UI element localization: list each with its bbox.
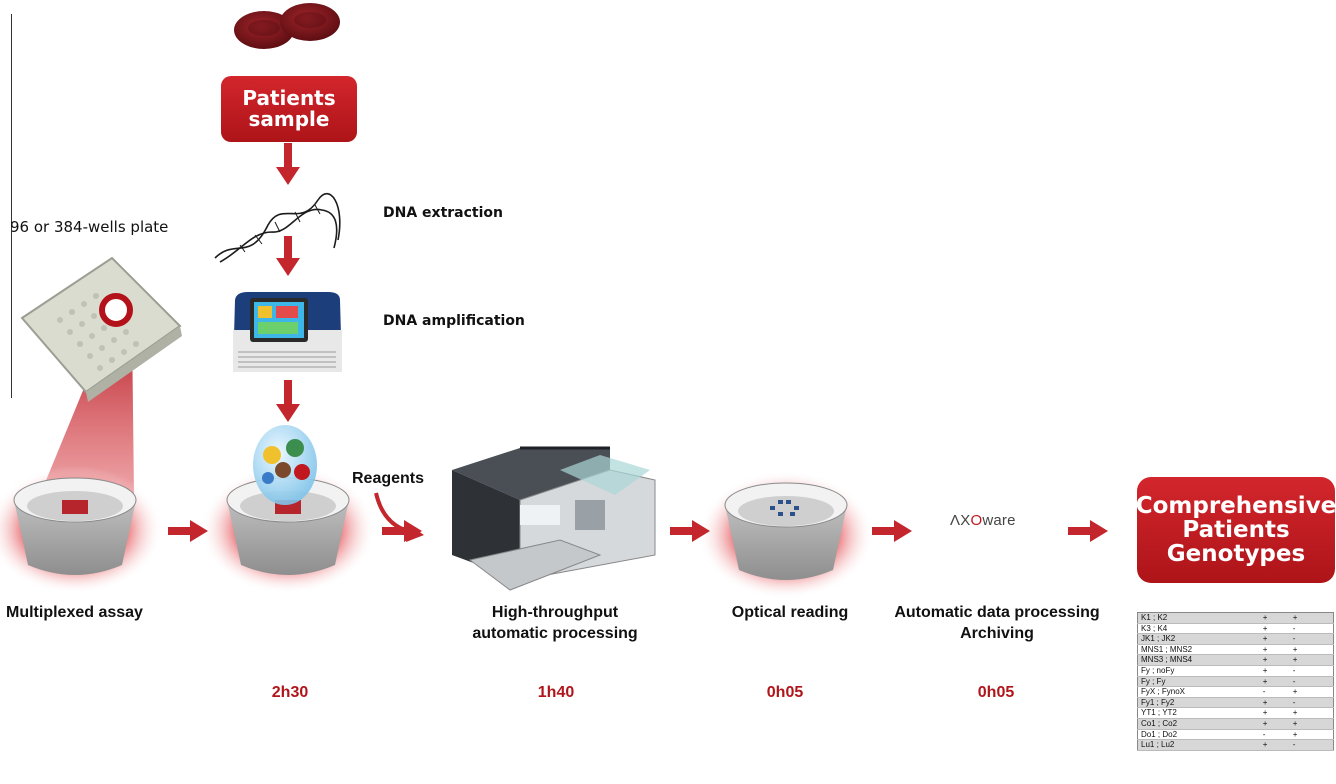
table-cell-antigen: Fy1 ; Fy2	[1137, 697, 1260, 709]
table-cell-antigen: Fy ; noFy	[1137, 665, 1260, 677]
table-row: MNS1 ; MNS2++	[1137, 644, 1334, 656]
table-cell-empty	[1319, 686, 1334, 698]
table-cell-antigen: K3 ; K4	[1137, 623, 1260, 635]
table-cell-value: -	[1289, 739, 1320, 751]
table-cell-value: +	[1289, 686, 1320, 698]
table-cell-value: +	[1289, 612, 1320, 624]
caption-high-throughput: High-throughput automatic processing	[472, 604, 638, 642]
dna-helix-image	[214, 193, 341, 263]
table-row: JK1 ; JK2+-	[1137, 633, 1334, 645]
plate-label: 96 or 384-wells plate	[10, 218, 169, 236]
red-blood-cells-image	[234, 3, 340, 49]
table-cell-antigen: MNS1 ; MNS2	[1137, 644, 1260, 656]
axoware-logo: ΛXOware	[950, 512, 1016, 529]
table-row: FyX ; FynoX-+	[1137, 686, 1334, 698]
table-cell-antigen: K1 ; K2	[1137, 612, 1260, 624]
table-row: Lu1 ; Lu2+-	[1137, 739, 1334, 751]
table-cell-empty	[1319, 654, 1334, 666]
table-cell-empty	[1319, 739, 1334, 751]
table-row: Fy ; noFy+-	[1137, 665, 1334, 677]
bowl-with-reagents	[200, 425, 376, 594]
reagents-arrow	[374, 492, 424, 542]
table-row: Fy1 ; Fy2+-	[1137, 697, 1334, 709]
caption-data-processing: Automatic data processing Archiving	[894, 604, 1100, 642]
table-cell-value: +	[1259, 665, 1290, 677]
table-row: YT1 ; YT2++	[1137, 707, 1334, 719]
automated-instrument-image	[452, 446, 656, 591]
table-cell-empty	[1319, 707, 1334, 719]
table-cell-value: +	[1259, 707, 1290, 719]
table-row: Fy ; Fy+-	[1137, 676, 1334, 688]
table-cell-value: +	[1259, 739, 1290, 751]
table-cell-antigen: YT1 ; YT2	[1137, 707, 1260, 719]
table-cell-value: -	[1289, 623, 1320, 635]
table-cell-value: -	[1289, 697, 1320, 709]
table-cell-empty	[1319, 644, 1334, 656]
table-cell-empty	[1319, 633, 1334, 645]
genotype-table: K1 ; K2++K3 ; K4+-JK1 ; JK2+-MNS1 ; MNS2…	[1137, 612, 1334, 751]
table-cell-value: +	[1289, 729, 1320, 741]
caption-optical-reading: Optical reading	[731, 604, 849, 621]
table-cell-empty	[1319, 612, 1334, 624]
table-cell-value: -	[1289, 633, 1320, 645]
table-row: K1 ; K2++	[1137, 612, 1334, 624]
table-cell-value: +	[1289, 644, 1320, 656]
time-processing: 1h40	[537, 684, 575, 701]
well-plate-image	[20, 256, 182, 495]
table-cell-value: +	[1259, 718, 1290, 730]
table-cell-value: +	[1289, 707, 1320, 719]
table-cell-antigen: Co1 ; Co2	[1137, 718, 1260, 730]
bowl-multiplexed	[0, 466, 163, 594]
table-cell-value: -	[1289, 676, 1320, 688]
reagents-label: Reagents	[352, 470, 425, 487]
table-cell-empty	[1319, 718, 1334, 730]
table-cell-value: -	[1259, 729, 1290, 741]
table-cell-empty	[1319, 729, 1334, 741]
table-row: K3 ; K4+-	[1137, 623, 1334, 635]
dna-amplification-label: DNA amplification	[383, 313, 525, 329]
table-cell-antigen: Fy ; Fy	[1137, 676, 1260, 688]
table-cell-value: +	[1289, 654, 1320, 666]
table-cell-value: +	[1259, 612, 1290, 624]
dna-extraction-label: DNA extraction	[383, 205, 503, 221]
thermocycler-image	[233, 292, 342, 372]
table-row: Co1 ; Co2++	[1137, 718, 1334, 730]
table-cell-value: +	[1259, 623, 1290, 635]
patients-sample-box: Patients sample	[221, 76, 357, 142]
table-cell-value: +	[1289, 718, 1320, 730]
time-amplification: 2h30	[271, 684, 309, 701]
caption-multiplexed-assay: Multiplexed assay	[6, 604, 143, 621]
table-cell-antigen: JK1 ; JK2	[1137, 633, 1260, 645]
table-cell-value: +	[1259, 633, 1290, 645]
left-divider-line	[11, 14, 12, 398]
table-cell-antigen: Do1 ; Do2	[1137, 729, 1260, 741]
table-cell-antigen: Lu1 ; Lu2	[1137, 739, 1260, 751]
table-cell-antigen: MNS3 ; MNS4	[1137, 654, 1260, 666]
bowl-optical	[698, 471, 874, 599]
table-cell-value: +	[1259, 676, 1290, 688]
table-cell-value: +	[1259, 644, 1290, 656]
table-row: MNS3 ; MNS4++	[1137, 654, 1334, 666]
table-cell-empty	[1319, 665, 1334, 677]
vertical-arrow	[276, 143, 300, 422]
table-cell-empty	[1319, 676, 1334, 688]
table-cell-value: +	[1259, 697, 1290, 709]
comprehensive-genotypes-box: Comprehensive Patients Genotypes	[1136, 477, 1336, 583]
table-cell-empty	[1319, 623, 1334, 635]
time-optical: 0h05	[766, 684, 804, 701]
time-data-processing: 0h05	[977, 684, 1015, 701]
table-cell-value: -	[1259, 686, 1290, 698]
table-cell-antigen: FyX ; FynoX	[1137, 686, 1260, 698]
table-cell-value: +	[1259, 654, 1290, 666]
table-cell-empty	[1319, 697, 1334, 709]
table-row: Do1 ; Do2-+	[1137, 729, 1334, 741]
table-cell-value: -	[1289, 665, 1320, 677]
